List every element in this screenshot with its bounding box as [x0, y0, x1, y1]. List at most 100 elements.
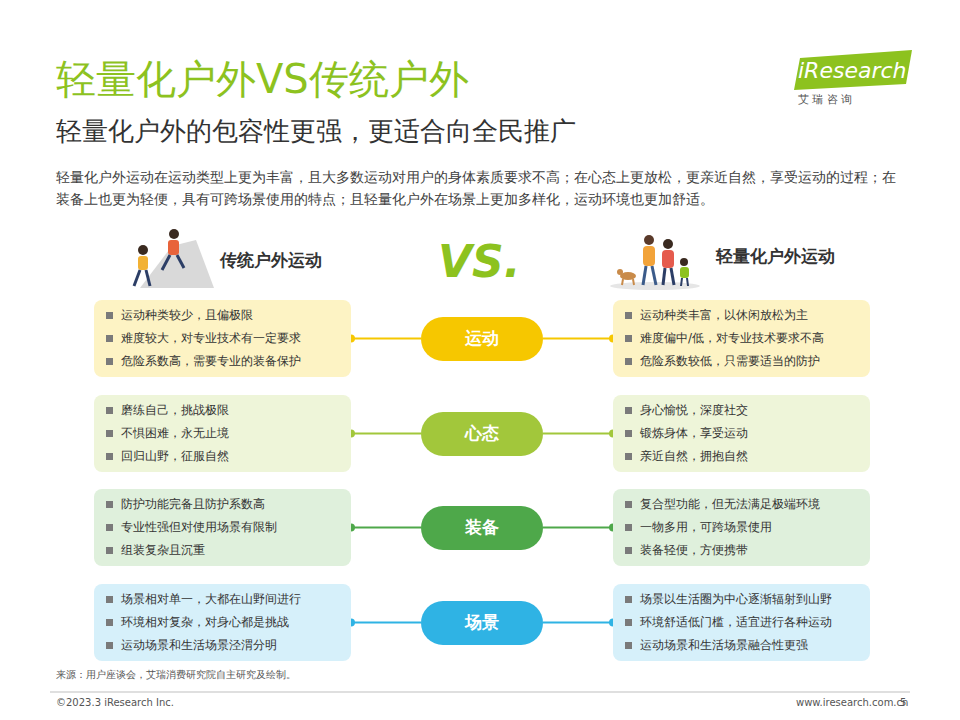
bullet-square	[106, 642, 113, 649]
bullet-item: 装备轻便，方便携带	[625, 539, 860, 562]
category-text: 装备	[465, 516, 499, 539]
bullet-item: 身心愉悦，深度社交	[625, 399, 860, 422]
bullet-item: 复合型功能，但无法满足极端环境	[625, 493, 860, 516]
category-pill: 场景	[421, 601, 543, 645]
comparison-box: 运动种类丰富，以休闲放松为主难度偏中/低，对专业技术要求不高危险系数较低，只需要…	[613, 300, 870, 377]
bullet-square	[106, 501, 113, 508]
bullet-text: 组装复杂且沉重	[121, 539, 205, 562]
bullet-text: 难度较大，对专业技术有一定要求	[121, 327, 301, 350]
bullet-text: 运动种类丰富，以休闲放松为主	[640, 304, 808, 327]
bullet-square	[106, 619, 113, 626]
climbers-figure	[134, 229, 214, 288]
bullet-item: 一物多用，可跨场景使用	[625, 516, 860, 539]
vs-mark: VS.	[438, 236, 520, 287]
connector	[347, 524, 421, 532]
family-figure	[610, 235, 700, 290]
bullet-item: 难度偏中/低，对专业技术要求不高	[625, 327, 860, 350]
comparison-box: 场景以生活圈为中心逐渐辐射到山野环境舒适低门槛，适宜进行各种运动运动场景和生活场…	[613, 584, 870, 661]
connector	[347, 335, 421, 343]
bullet-square	[106, 312, 113, 319]
bullet-text: 装备轻便，方便携带	[640, 539, 748, 562]
bullet-item: 危险系数高，需要专业的装备保护	[106, 350, 341, 373]
bullet-item: 难度较大，对专业技术有一定要求	[106, 327, 341, 350]
bullet-square	[625, 312, 632, 319]
bullet-item: 回归山野，征服自然	[106, 445, 341, 468]
bullet-text: 难度偏中/低，对专业技术要求不高	[640, 327, 824, 350]
bullet-text: 环境舒适低门槛，适宜进行各种运动	[640, 611, 832, 634]
bullet-item: 亲近自然，拥抱自然	[625, 445, 860, 468]
bullet-square	[106, 335, 113, 342]
bullet-item: 危险系数较低，只需要适当的防护	[625, 350, 860, 373]
bullet-text: 一物多用，可跨场景使用	[640, 516, 772, 539]
bullet-item: 场景相对单一，大都在山野间进行	[106, 588, 341, 611]
bullet-item: 运动场景和生活场景泾渭分明	[106, 634, 341, 657]
bullet-text: 不惧困难，永无止境	[121, 422, 229, 445]
logo-text: iResearch	[798, 58, 907, 83]
copyright: ©2023.3 iResearch Inc.	[56, 697, 174, 708]
bullet-square	[625, 596, 632, 603]
connector	[543, 524, 617, 532]
bullet-item: 磨练自己，挑战极限	[106, 399, 341, 422]
connector	[543, 430, 617, 438]
bullet-square	[625, 547, 632, 554]
bullet-square	[625, 524, 632, 531]
title: 轻量化户外VS传统户外	[56, 52, 469, 107]
logo-shape	[794, 50, 912, 90]
bullet-square	[625, 619, 632, 626]
bullet-text: 危险系数较低，只需要适当的防护	[640, 350, 820, 373]
logo-subtext: 艾 瑞 咨 询	[798, 92, 853, 107]
connector	[347, 619, 421, 627]
column-heading: 传统户外运动	[220, 249, 322, 272]
subtitle: 轻量化户外的包容性更强，更适合向全民推广	[56, 114, 576, 149]
bullet-square	[625, 430, 632, 437]
bullet-square	[106, 596, 113, 603]
bullet-square	[106, 358, 113, 365]
bullet-square	[106, 524, 113, 531]
bullet-item: 防护功能完备且防护系数高	[106, 493, 341, 516]
bullet-item: 场景以生活圈为中心逐渐辐射到山野	[625, 588, 860, 611]
comparison-box: 场景相对单一，大都在山野间进行环境相对复杂，对身心都是挑战运动场景和生活场景泾渭…	[94, 584, 351, 661]
comparison-box: 磨练自己，挑战极限不惧困难，永无止境回归山野，征服自然	[94, 395, 351, 472]
source-note: 来源：用户座谈会，艾瑞消费研究院自主研究及绘制。	[56, 668, 296, 682]
bullet-square	[625, 453, 632, 460]
bullet-square	[106, 547, 113, 554]
page-number: 5	[900, 697, 906, 708]
bullet-text: 回归山野，征服自然	[121, 445, 229, 468]
bullet-square	[625, 642, 632, 649]
bullet-item: 运动种类较少，且偏极限	[106, 304, 341, 327]
bullet-item: 不惧困难，永无止境	[106, 422, 341, 445]
category-pill: 心态	[421, 412, 543, 456]
bullet-square	[106, 453, 113, 460]
bullet-square	[106, 407, 113, 414]
connector	[543, 335, 617, 343]
category-text: 场景	[465, 611, 499, 634]
bullet-text: 防护功能完备且防护系数高	[121, 493, 265, 516]
category-text: 运动	[465, 327, 499, 350]
bullet-square	[625, 358, 632, 365]
bullet-text: 场景以生活圈为中心逐渐辐射到山野	[640, 588, 832, 611]
website: www.iresearch.com.cn	[796, 697, 908, 708]
bullet-item: 锻炼身体，享受运动	[625, 422, 860, 445]
comparison-box: 复合型功能，但无法满足极端环境一物多用，可跨场景使用装备轻便，方便携带	[613, 489, 870, 566]
comparison-box: 防护功能完备且防护系数高专业性强但对使用场景有限制组装复杂且沉重	[94, 489, 351, 566]
bullet-item: 环境舒适低门槛，适宜进行各种运动	[625, 611, 860, 634]
bullet-square	[106, 430, 113, 437]
bullet-item: 组装复杂且沉重	[106, 539, 341, 562]
connector	[347, 430, 421, 438]
bullet-text: 亲近自然，拥抱自然	[640, 445, 748, 468]
bullet-text: 复合型功能，但无法满足极端环境	[640, 493, 820, 516]
category-pill: 运动	[421, 317, 543, 361]
bullet-text: 运动场景和生活场景融合性更强	[640, 634, 808, 657]
bullet-item: 环境相对复杂，对身心都是挑战	[106, 611, 341, 634]
bullet-square	[625, 501, 632, 508]
bullet-square	[625, 335, 632, 342]
comparison-box: 运动种类较少，且偏极限难度较大，对专业技术有一定要求危险系数高，需要专业的装备保…	[94, 300, 351, 377]
intro-text: 轻量化户外运动在运动类型上更为丰富，且大多数运动对用户的身体素质要求不高；在心态…	[56, 166, 906, 210]
bullet-item: 运动种类丰富，以休闲放松为主	[625, 304, 860, 327]
bullet-text: 环境相对复杂，对身心都是挑战	[121, 611, 289, 634]
bullet-text: 运动种类较少，且偏极限	[121, 304, 253, 327]
category-pill: 装备	[421, 506, 543, 550]
bullet-text: 专业性强但对使用场景有限制	[121, 516, 277, 539]
bullet-text: 运动场景和生活场景泾渭分明	[121, 634, 277, 657]
bullet-text: 场景相对单一，大都在山野间进行	[121, 588, 301, 611]
